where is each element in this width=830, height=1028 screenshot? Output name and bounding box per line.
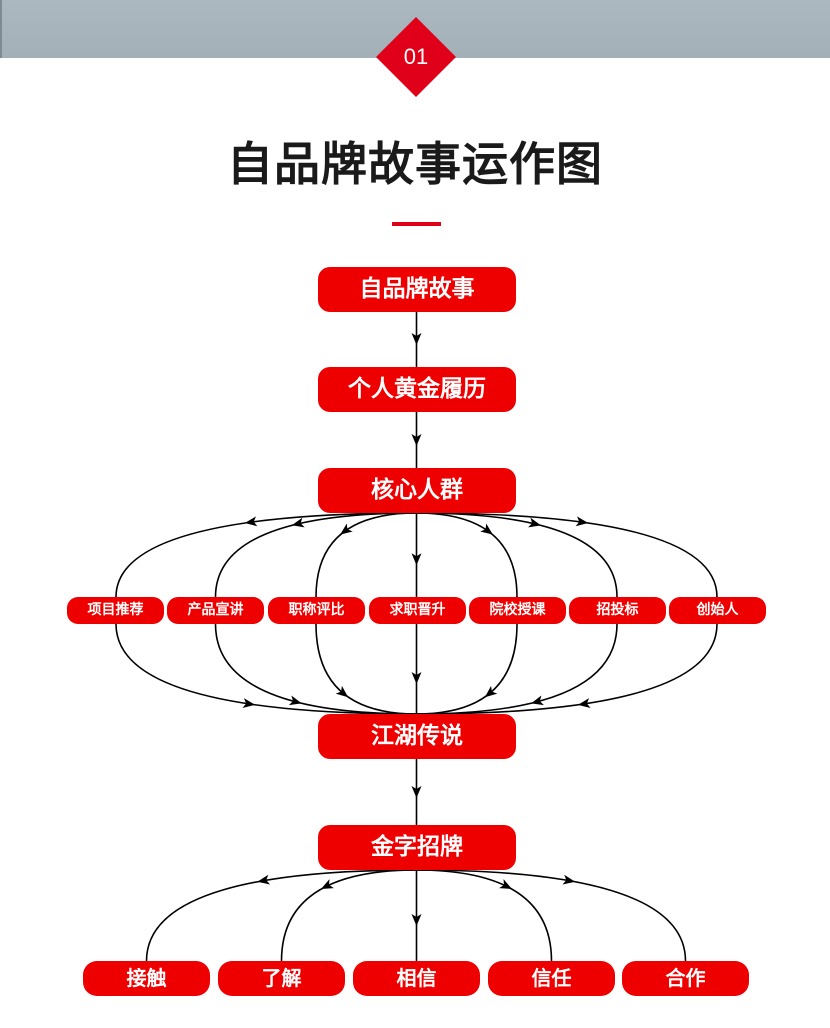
arrowhead-icon bbox=[288, 695, 302, 706]
connector-line bbox=[416, 623, 618, 715]
arrowhead-icon bbox=[244, 516, 258, 527]
node-gold-sign: 金字招牌 bbox=[318, 825, 516, 870]
connector-line bbox=[214, 512, 417, 598]
arrowhead-icon bbox=[411, 914, 422, 927]
channel-node: 院校授课 bbox=[469, 597, 566, 624]
arrowhead-icon bbox=[411, 333, 422, 345]
arrowhead-icon bbox=[291, 517, 305, 528]
arrowhead-icon bbox=[411, 672, 422, 684]
connector-line bbox=[315, 623, 417, 715]
channel-node: 求职晋升 bbox=[369, 597, 466, 624]
outcome-node: 了解 bbox=[218, 961, 345, 996]
connector-line bbox=[416, 869, 687, 962]
connector-line bbox=[416, 623, 518, 715]
arrowhead-icon bbox=[340, 523, 353, 535]
channel-node: 招投标 bbox=[569, 597, 666, 624]
connector-line bbox=[115, 623, 417, 715]
section-number-diamond bbox=[376, 17, 456, 97]
arrowhead-icon bbox=[575, 516, 589, 527]
connector-line bbox=[416, 512, 618, 598]
arrowhead-icon bbox=[484, 685, 498, 698]
connector-line bbox=[115, 512, 417, 598]
arrowhead-icon bbox=[531, 695, 544, 706]
connector-line bbox=[145, 869, 417, 962]
section-number: 01 bbox=[403, 44, 429, 69]
connector-line bbox=[416, 512, 518, 598]
arrowhead-icon bbox=[411, 434, 422, 446]
arrowhead-icon bbox=[562, 874, 576, 885]
arrowhead-icon bbox=[242, 698, 256, 708]
connector-line bbox=[416, 512, 718, 598]
arrowhead-icon bbox=[480, 523, 493, 535]
node-legend: 江湖传说 bbox=[318, 714, 516, 759]
node-self-brand-story: 自品牌故事 bbox=[318, 267, 516, 312]
arrowhead-icon bbox=[499, 879, 513, 890]
connector-line bbox=[416, 623, 718, 715]
arrowhead-icon bbox=[320, 879, 334, 890]
arrowhead-icon bbox=[335, 685, 349, 698]
arrowhead-icon bbox=[528, 517, 541, 528]
connector-line bbox=[416, 869, 553, 962]
outcome-node: 接触 bbox=[83, 961, 210, 996]
arrowhead-icon bbox=[411, 553, 422, 566]
channel-node: 职称评比 bbox=[268, 597, 365, 624]
page-title: 自品牌故事运作图 bbox=[227, 137, 603, 191]
connector-line bbox=[280, 869, 417, 962]
arrowhead-icon bbox=[411, 786, 422, 798]
arrowhead-icon bbox=[577, 698, 591, 708]
arrowhead-icon bbox=[257, 874, 271, 885]
outcome-node: 合作 bbox=[622, 961, 749, 996]
channel-node: 创始人 bbox=[669, 597, 766, 624]
node-golden-resume: 个人黄金履历 bbox=[318, 367, 516, 412]
outcome-node: 相信 bbox=[353, 961, 480, 996]
outcome-node: 信任 bbox=[488, 961, 615, 996]
channel-node: 项目推荐 bbox=[67, 597, 164, 624]
channel-node: 产品宣讲 bbox=[167, 597, 264, 624]
title-underline bbox=[392, 222, 441, 226]
connector-line bbox=[315, 512, 417, 598]
connector-line bbox=[214, 623, 417, 715]
node-core-audience: 核心人群 bbox=[318, 468, 516, 513]
